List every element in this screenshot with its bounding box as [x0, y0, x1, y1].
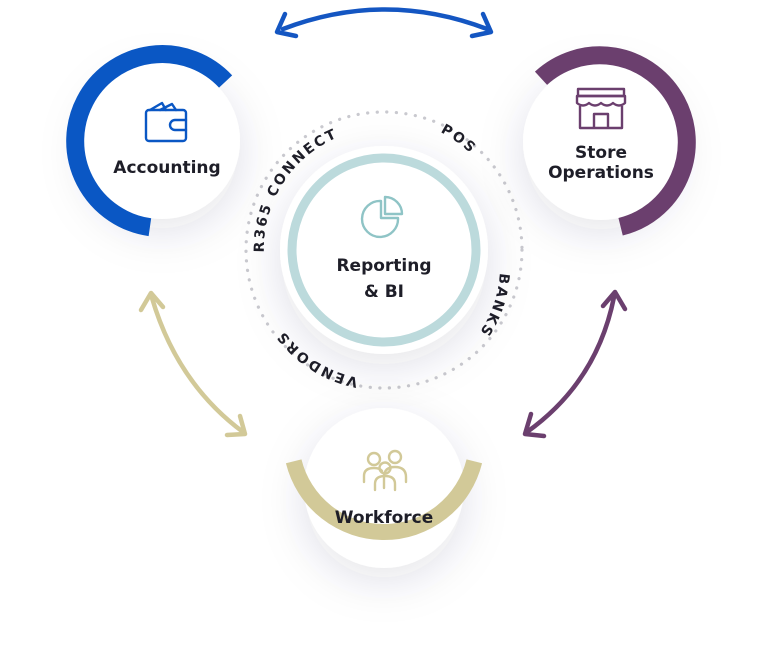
workforce-arc [285, 459, 483, 540]
accounting-arc [66, 45, 233, 237]
arrow-accounting-store-operations [274, 7, 494, 39]
storefront-icon [575, 87, 627, 130]
store-operations-node: Store Operations [523, 46, 696, 236]
pie-chart-icon [360, 195, 404, 239]
workforce-node: Workforce [285, 408, 483, 568]
arrow-store-operations-workforce [522, 289, 628, 439]
store-operations-arc [534, 46, 696, 236]
store-operations-label-line2: Operations [548, 163, 654, 183]
wallet-icon [144, 101, 188, 143]
accounting-node: Accounting [66, 45, 240, 237]
reporting-ring [287, 153, 481, 347]
people-icon [362, 449, 408, 492]
reporting-label-line1: Reporting [336, 256, 431, 276]
store-operations-label-line1: Store [575, 143, 627, 163]
workforce-label: Workforce [335, 508, 434, 528]
reporting-node: Reporting & BI [280, 146, 488, 354]
arrow-accounting-workforce [138, 290, 248, 438]
accounting-label: Accounting [113, 158, 220, 178]
store-operations-node-bg [523, 64, 679, 220]
reporting-node-bg [280, 146, 488, 354]
reporting-label-line2: & BI [364, 282, 404, 302]
dotted-ring [244, 110, 524, 390]
ring-label-pos: POS [438, 121, 480, 157]
